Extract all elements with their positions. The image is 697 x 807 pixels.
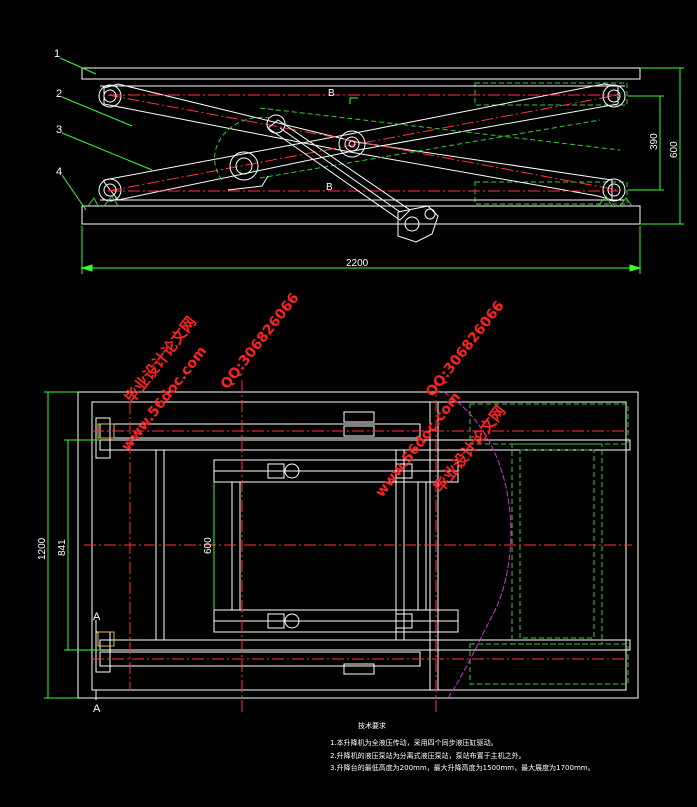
dim-2200: 2200 (346, 258, 369, 269)
watermark-qq-right: QQ:306826066 (423, 298, 508, 400)
swing-curve (443, 391, 512, 699)
plan-view (77, 380, 639, 712)
watermark-left: www.56doc.com 毕业设计论文网 QQ:306826066 (119, 290, 303, 454)
pivot-bottom-left (98, 178, 122, 202)
dim-390: 390 (649, 133, 660, 150)
dim-841: 841 (57, 539, 68, 556)
scissor-arm-b (103, 83, 619, 201)
base-outline (77, 391, 639, 699)
upper-platform (81, 67, 641, 80)
part-label-1: 1 (54, 48, 60, 60)
part-label-3: 3 (56, 124, 62, 136)
pivot-top-left (98, 84, 122, 108)
scissor-arm-a (103, 83, 613, 201)
notes-title: 技术要求 (358, 722, 386, 730)
dim-600-plan: 600 (203, 537, 214, 554)
section-marker-a-top: A (93, 611, 101, 623)
swing-arc (214, 116, 271, 181)
lower-long-beam (99, 639, 631, 651)
front-view-dimensions (80, 67, 684, 274)
lower-guide-channel (474, 181, 628, 205)
marker-b-top: B (328, 88, 335, 99)
center-pivot (338, 130, 366, 158)
plan-view-dimensions (44, 391, 215, 699)
part-label-2: 2 (56, 88, 62, 100)
dim-600-side: 600 (669, 141, 680, 158)
part-leaders (59, 57, 153, 211)
end-cap-bottom (97, 631, 115, 647)
guide-rail-bottom (469, 643, 629, 685)
watermark-right: www.56doc.com 毕业设计论文网 QQ:306826066 (373, 298, 510, 500)
front-elevation-view: B B (81, 67, 641, 243)
marker-b-bottom: B (326, 182, 333, 193)
part-label-4: 4 (56, 166, 62, 178)
motor-gear (229, 151, 259, 181)
notes-line-3: 3.升降台的最低高度为200mm，最大升降高度为1500mm，最大展度为1700… (330, 764, 595, 772)
base-frame (81, 205, 641, 225)
technical-requirements: 技术要求 1.本升降机为全液压传动，采用四个同步液压缸驱动。 2.升降机的液压泵… (330, 722, 595, 775)
notes-line-2: 2.升降机的液压泵站为分离式液压泵站，泵站布置于主机之外。 (330, 751, 526, 760)
pivot-top-right (602, 84, 626, 108)
notes-line-1: 1.本升降机为全液压传动，采用四个同步液压缸驱动。 (330, 739, 498, 747)
dim-1200: 1200 (37, 537, 48, 560)
pivot-bottom-right (602, 178, 626, 202)
section-marker-a-bottom: A (93, 703, 101, 715)
watermark-qq-left: QQ:306826066 (218, 290, 303, 392)
cylinder-end-bracket (397, 205, 439, 243)
upper-guide-channel (474, 82, 628, 106)
